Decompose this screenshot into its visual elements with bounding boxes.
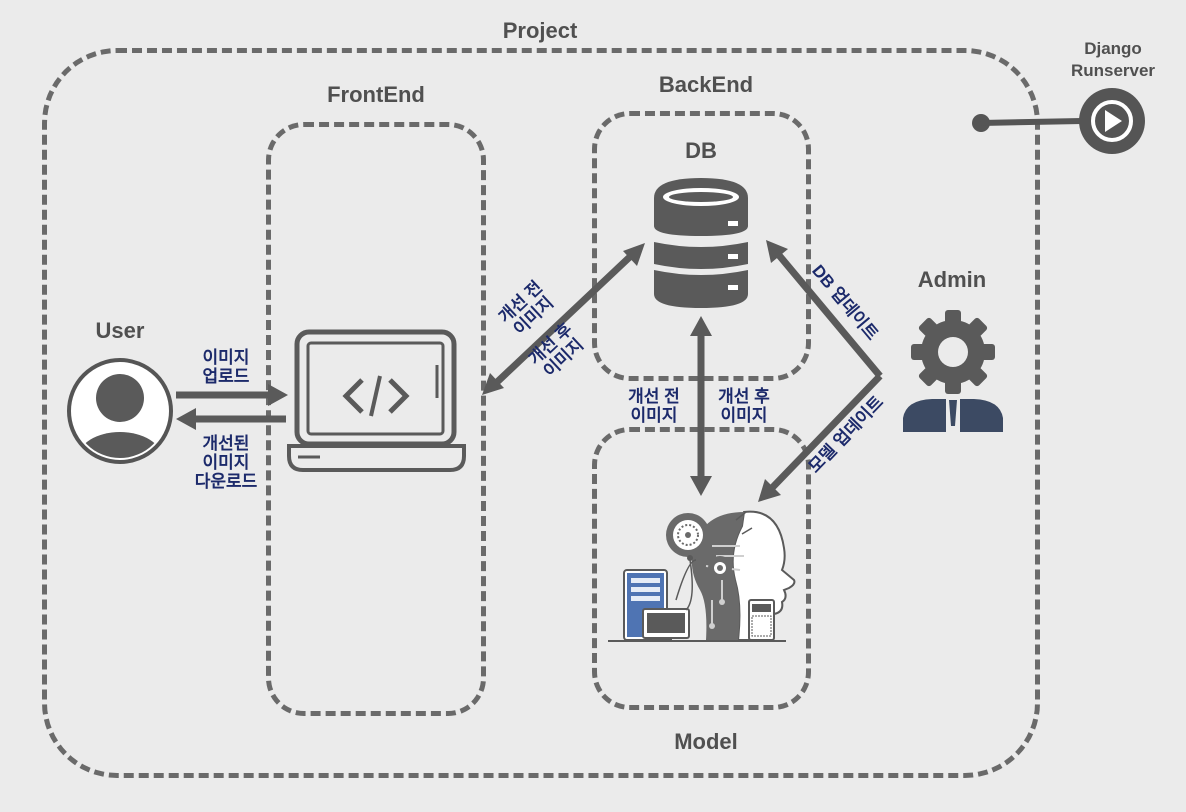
db-model-before-line2: 이미지 bbox=[630, 406, 678, 425]
gear-icon bbox=[911, 310, 995, 394]
play-icon[interactable] bbox=[1079, 88, 1145, 154]
upload-label-line2: 업로드 bbox=[202, 367, 250, 386]
ai-model-icon bbox=[608, 510, 796, 642]
download-label-line2: 이미지 bbox=[202, 453, 250, 472]
django-label: Django Runserver bbox=[1058, 38, 1168, 82]
admin-person-icon bbox=[903, 399, 1003, 432]
user-icon bbox=[67, 358, 173, 464]
admin-model-arrow bbox=[758, 373, 883, 502]
db-title: DB bbox=[685, 138, 717, 163]
upload-label-line1: 이미지 bbox=[202, 348, 250, 367]
db-model-after-line1: 개선 후 bbox=[718, 387, 770, 406]
download-label-line1: 개선된 bbox=[202, 434, 250, 453]
frontend-title: FrontEnd bbox=[327, 82, 425, 107]
download-label: 개선된 이미지 다운로드 bbox=[186, 434, 266, 491]
backend-title: BackEnd bbox=[658, 72, 754, 97]
db-model-after-label: 개선 후 이미지 bbox=[706, 387, 782, 425]
user-title: User bbox=[95, 318, 145, 343]
runserver-connector bbox=[972, 114, 1083, 132]
admin-db-arrow bbox=[766, 240, 883, 379]
frontend-db-arrow bbox=[482, 243, 645, 395]
django-label-line2: Runserver bbox=[1070, 61, 1156, 80]
admin-title: Admin bbox=[917, 267, 987, 292]
db-model-before-label: 개선 전 이미지 bbox=[616, 387, 692, 425]
db-model-arrow bbox=[690, 316, 712, 496]
project-container bbox=[42, 48, 1040, 778]
db-model-after-line2: 이미지 bbox=[720, 406, 768, 425]
upload-arrow bbox=[176, 384, 288, 406]
laptop-icon bbox=[287, 329, 466, 472]
download-arrow bbox=[176, 408, 286, 430]
download-label-line3: 다운로드 bbox=[194, 472, 258, 491]
db-model-before-line1: 개선 전 bbox=[628, 387, 680, 406]
database-icon bbox=[654, 178, 748, 308]
project-title: Project bbox=[502, 18, 578, 43]
upload-label: 이미지 업로드 bbox=[186, 348, 266, 386]
django-label-line1: Django bbox=[1084, 39, 1142, 58]
model-title: Model bbox=[674, 729, 738, 754]
